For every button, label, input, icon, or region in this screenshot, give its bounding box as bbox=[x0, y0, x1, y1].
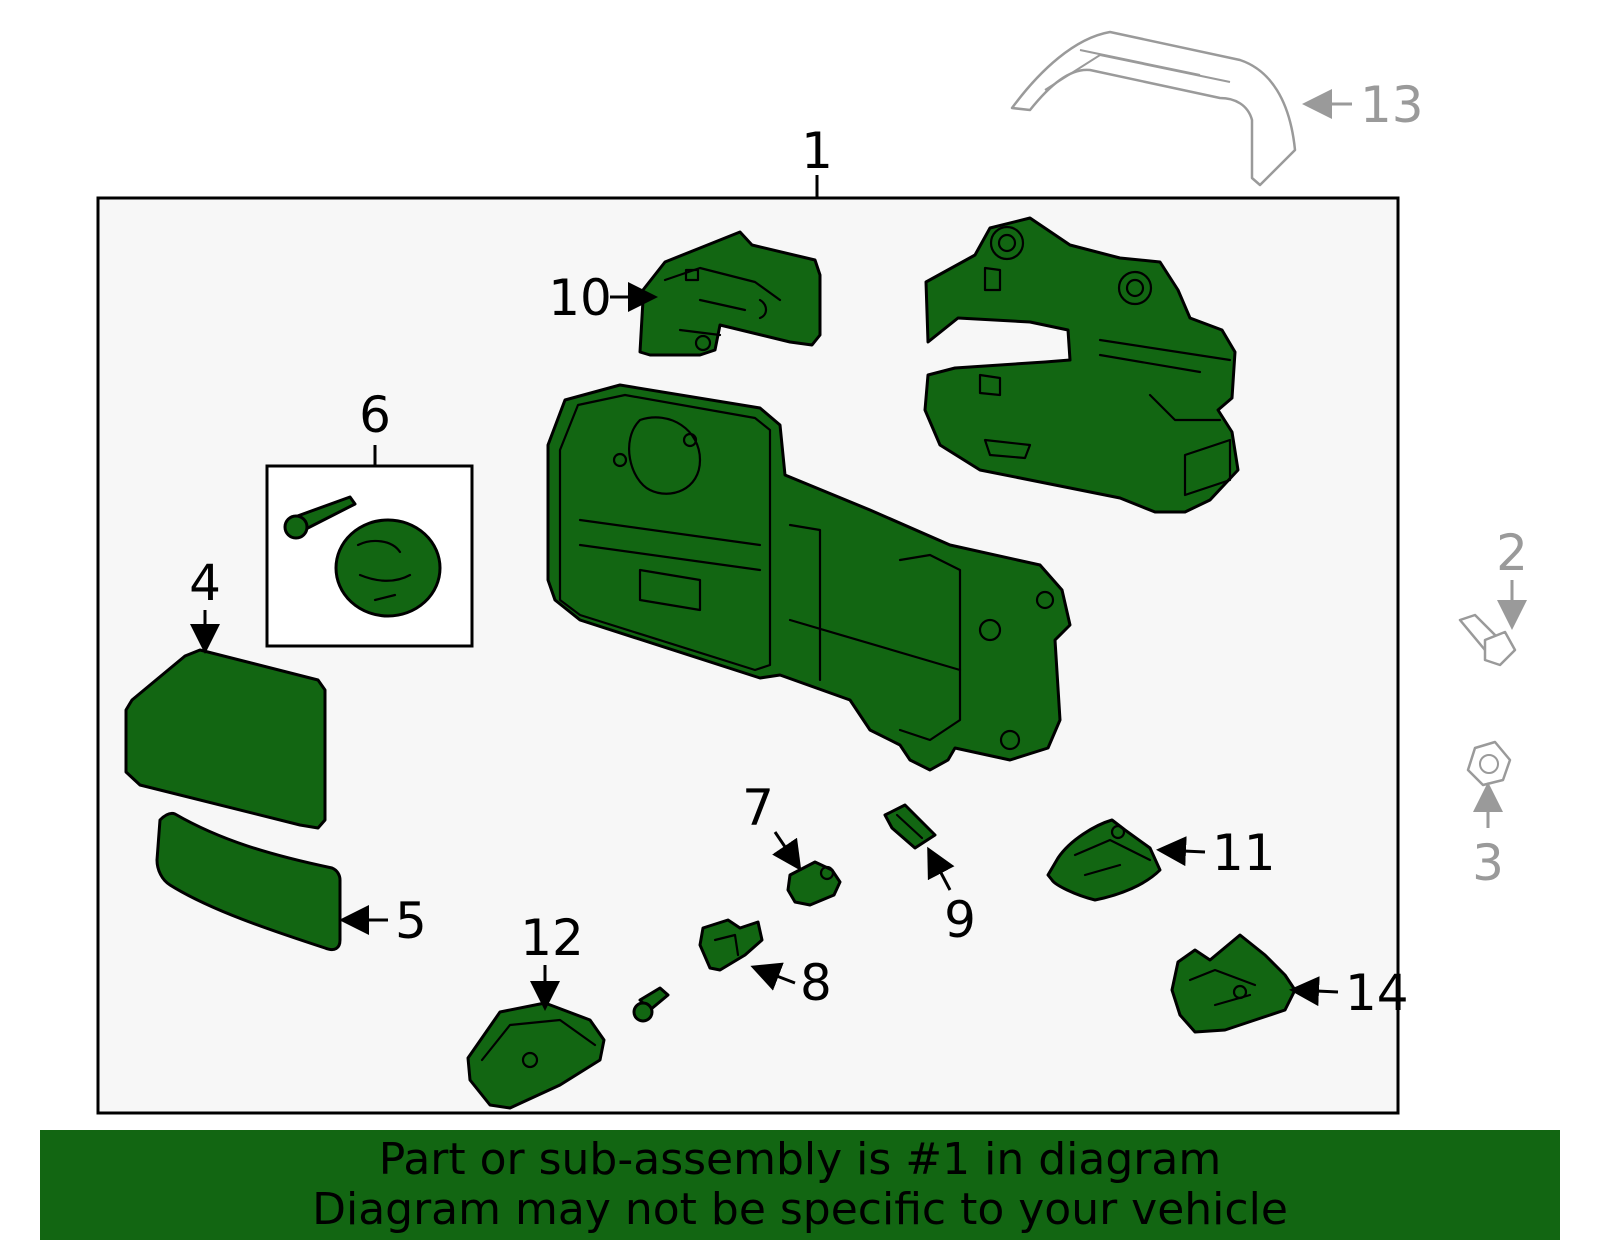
info-banner: Part or sub-assembly is #1 in diagram Di… bbox=[40, 1130, 1560, 1240]
part-6-cap[interactable] bbox=[334, 518, 442, 618]
part-6-screw[interactable] bbox=[283, 495, 357, 540]
callout-9: 9 bbox=[944, 891, 976, 949]
callout-1: 1 bbox=[801, 122, 833, 180]
mirror-head-frame[interactable] bbox=[546, 383, 1072, 772]
part-10-bracket[interactable] bbox=[638, 230, 822, 357]
callout-7: 7 bbox=[742, 779, 774, 837]
part-8-connector[interactable] bbox=[698, 918, 764, 972]
banner-line-1: Part or sub-assembly is #1 in diagram bbox=[378, 1134, 1222, 1185]
callout-11: 11 bbox=[1212, 824, 1276, 882]
callout-5: 5 bbox=[395, 892, 427, 950]
callout-10: 10 bbox=[548, 269, 612, 327]
part-3-nut[interactable] bbox=[1466, 740, 1512, 787]
banner-line-2: Diagram may not be specific to your vehi… bbox=[312, 1184, 1288, 1235]
callout-11-leader bbox=[1156, 836, 1206, 867]
callout-3: 3 bbox=[1472, 834, 1504, 892]
callout-12: 12 bbox=[520, 909, 584, 967]
callout-4: 4 bbox=[189, 554, 221, 612]
part-2-bolt[interactable] bbox=[1458, 613, 1517, 667]
part-9-switch[interactable] bbox=[883, 803, 937, 850]
housing-shell[interactable] bbox=[923, 216, 1240, 514]
callout-8-leader bbox=[750, 962, 796, 991]
callout-14-leader bbox=[1289, 976, 1339, 1007]
small-screw[interactable] bbox=[632, 986, 670, 1023]
part-7-clip[interactable] bbox=[786, 860, 842, 907]
callout-13: 13 bbox=[1360, 76, 1424, 134]
callout-8: 8 bbox=[800, 954, 832, 1012]
callout-2: 2 bbox=[1496, 524, 1528, 582]
callout-9-leader bbox=[927, 846, 955, 891]
part-11-lamp[interactable] bbox=[1046, 818, 1162, 902]
callout-14: 14 bbox=[1345, 964, 1409, 1022]
part-5-lower-glass[interactable] bbox=[155, 811, 342, 952]
part-13-mirror-cover[interactable] bbox=[1010, 30, 1297, 187]
callout-7-leader bbox=[772, 831, 802, 871]
callout-6: 6 bbox=[359, 386, 391, 444]
